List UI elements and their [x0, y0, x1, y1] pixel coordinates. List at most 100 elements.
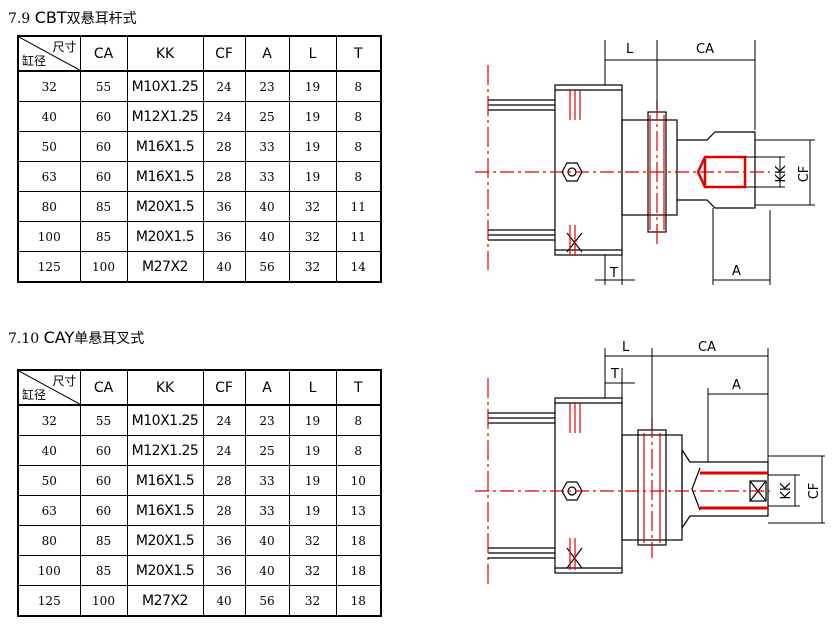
header-ca: CA [79, 369, 128, 406]
cell-a: 33 [244, 495, 290, 526]
corner-bottom-label: 缸径 [22, 54, 47, 68]
header-cf: CF [202, 369, 246, 406]
cell-kk: M12X1.25 [126, 101, 204, 132]
cell-kk: M16X1.5 [126, 465, 204, 496]
cell-ca: 60 [79, 465, 128, 496]
cell-bore: 40 [17, 101, 81, 132]
cell-a: 23 [244, 404, 290, 436]
dim-label-l: L [626, 42, 634, 57]
cell-ca: 85 [79, 525, 128, 556]
cell-l: 32 [288, 525, 337, 556]
cell-ca: 85 [79, 191, 128, 222]
cell-l: 19 [288, 404, 337, 436]
cell-t: 8 [335, 101, 382, 132]
cell-l: 19 [288, 131, 337, 162]
cell-t: 8 [335, 404, 382, 436]
cell-l: 32 [288, 191, 337, 222]
cell-cf: 24 [202, 101, 246, 132]
cell-bore: 50 [17, 465, 81, 496]
cell-l: 19 [288, 101, 337, 132]
cell-a: 33 [244, 161, 290, 192]
cell-kk: M20X1.5 [126, 221, 204, 252]
cell-t: 8 [335, 131, 382, 162]
cell-l: 19 [288, 435, 337, 466]
cell-l: 32 [288, 585, 337, 617]
cell-kk: M10X1.25 [126, 70, 204, 102]
cell-t: 8 [335, 70, 382, 102]
cell-bore: 80 [17, 191, 81, 222]
cell-kk: M16X1.5 [126, 495, 204, 526]
cay-dimension-drawing: L CA T A KK CF [475, 340, 825, 588]
section-code: CAY [43, 328, 75, 347]
header-t: T [335, 35, 382, 72]
section-number: 7.9 [8, 11, 31, 27]
cell-kk: M16X1.5 [126, 131, 204, 162]
cell-cf: 40 [202, 585, 246, 617]
dim-label-t: T [610, 367, 619, 382]
cell-t: 11 [335, 191, 382, 222]
cell-t: 10 [335, 465, 382, 496]
cell-bore: 32 [17, 70, 81, 102]
cell-bore: 100 [17, 221, 81, 252]
cell-cf: 36 [202, 221, 246, 252]
cell-kk: M20X1.5 [126, 555, 204, 586]
cell-ca: 60 [79, 161, 128, 192]
cbt-dimension-drawing: L CA KK CF T A [475, 40, 815, 285]
cell-l: 32 [288, 251, 337, 283]
cell-a: 40 [244, 555, 290, 586]
cell-kk: M27X2 [126, 585, 204, 617]
cell-ca: 60 [79, 131, 128, 162]
cell-cf: 24 [202, 70, 246, 102]
cell-bore: 125 [17, 251, 81, 283]
cell-l: 19 [288, 161, 337, 192]
cell-cf: 24 [202, 404, 246, 436]
cell-l: 32 [288, 221, 337, 252]
cell-a: 25 [244, 101, 290, 132]
cell-ca: 55 [79, 404, 128, 436]
header-corner-cell: 尺寸 缸径 [17, 35, 81, 72]
cell-cf: 36 [202, 525, 246, 556]
cell-cf: 36 [202, 555, 246, 586]
cell-ca: 85 [79, 555, 128, 586]
dim-label-a: A [732, 264, 741, 279]
cell-a: 56 [244, 251, 290, 283]
header-ca: CA [79, 35, 128, 72]
cell-ca: 100 [79, 585, 128, 617]
cell-ca: 60 [79, 101, 128, 132]
header-a: A [244, 35, 290, 72]
table-header-row: 尺寸 缸径 CA KK CF A L T [17, 369, 382, 406]
cell-cf: 28 [202, 131, 246, 162]
corner-bottom-label: 缸径 [22, 388, 47, 402]
cell-l: 32 [288, 555, 337, 586]
section-title-cay: 7.10 CAY单悬耳叉式 [8, 328, 144, 348]
cell-a: 40 [244, 221, 290, 252]
section-title-cn: 单悬耳叉式 [74, 331, 145, 347]
dim-label-ca: CA [698, 340, 716, 355]
cell-kk: M16X1.5 [126, 161, 204, 192]
section-title-cn: 双悬耳杆式 [66, 11, 137, 27]
cell-l: 19 [288, 465, 337, 496]
header-l: L [288, 35, 337, 72]
corner-top-label: 尺寸 [52, 374, 77, 388]
cell-t: 18 [335, 585, 382, 617]
section-code: CBT [34, 8, 67, 27]
cell-t: 11 [335, 221, 382, 252]
corner-top-label: 尺寸 [52, 40, 77, 54]
cell-bore: 80 [17, 525, 81, 556]
header-t: T [335, 369, 382, 406]
cell-bore: 32 [17, 404, 81, 436]
cell-bore: 40 [17, 435, 81, 466]
header-corner-cell: 尺寸 缸径 [17, 369, 81, 406]
cell-a: 23 [244, 70, 290, 102]
header-cf: CF [202, 35, 246, 72]
cell-a: 40 [244, 525, 290, 556]
